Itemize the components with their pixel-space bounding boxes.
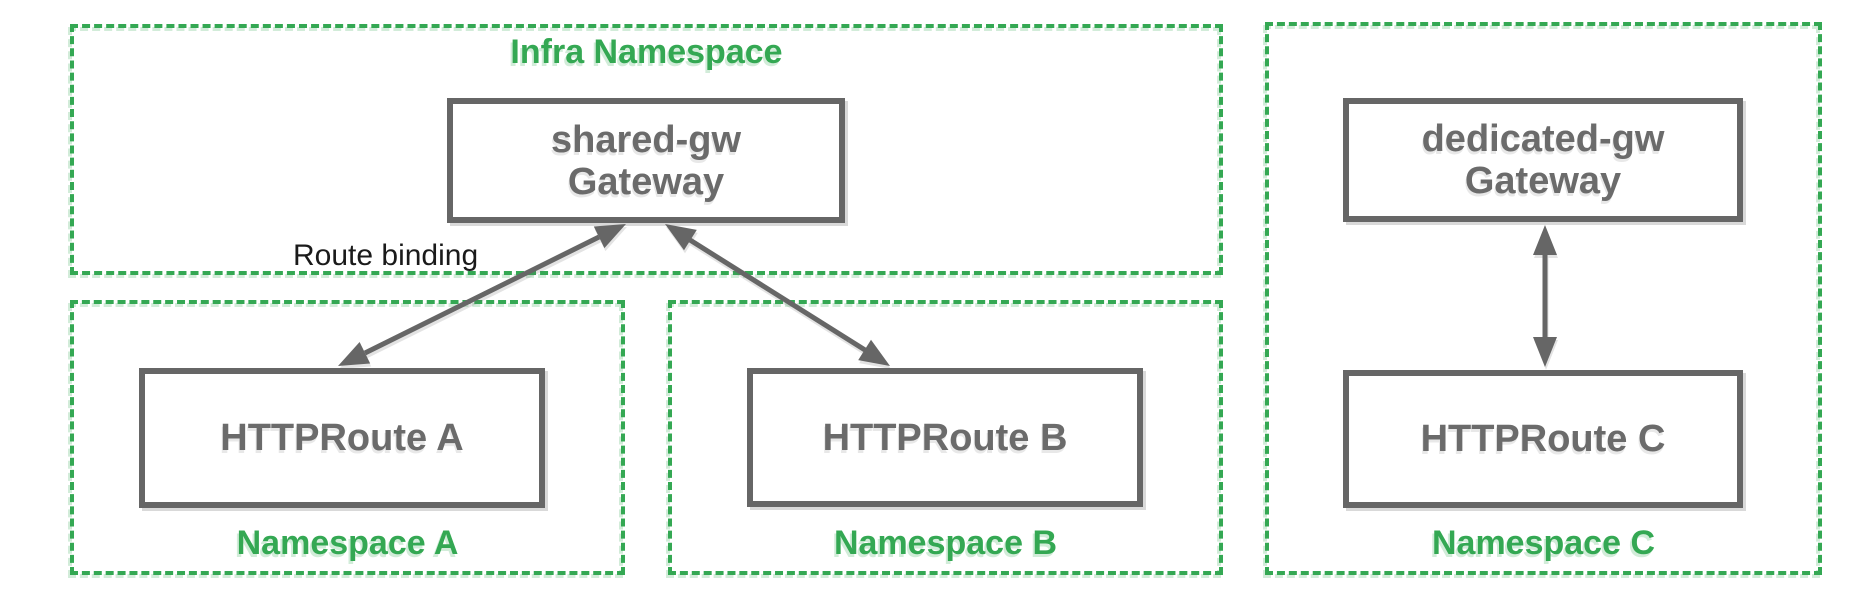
route-binding-label: Route binding bbox=[293, 239, 479, 272]
namespace-b-box: Namespace B bbox=[668, 300, 1223, 575]
dedicated-gw-gateway-node: dedicated-gw Gateway bbox=[1343, 98, 1743, 222]
namespace-c-box: Namespace C bbox=[1265, 22, 1822, 575]
namespace-b-label: Namespace B bbox=[833, 524, 1057, 562]
httproute-a-node: HTTPRoute A bbox=[139, 368, 545, 508]
httproute-c-label: HTTPRoute C bbox=[1420, 418, 1666, 460]
namespace-a-box: Namespace A bbox=[70, 300, 625, 575]
httproute-c-node: HTTPRoute C bbox=[1343, 370, 1743, 508]
shared-gw-gateway-node: shared-gw Gateway bbox=[447, 98, 845, 223]
namespace-c-label: Namespace C bbox=[1431, 524, 1655, 562]
shared-gw-kind: Gateway bbox=[567, 160, 725, 203]
shared-gw-name: shared-gw bbox=[550, 118, 742, 161]
namespace-a-label: Namespace A bbox=[236, 524, 459, 562]
httproute-a-label: HTTPRoute A bbox=[220, 417, 464, 459]
dedicated-gw-name: dedicated-gw bbox=[1421, 118, 1665, 160]
infra-namespace-label: Infra Namespace bbox=[510, 33, 783, 71]
infra-namespace-box: Infra Namespace bbox=[70, 24, 1223, 275]
httproute-b-node: HTTPRoute B bbox=[747, 368, 1143, 507]
httproute-b-label: HTTPRoute B bbox=[822, 416, 1068, 459]
dedicated-gw-kind: Gateway bbox=[1464, 160, 1622, 202]
